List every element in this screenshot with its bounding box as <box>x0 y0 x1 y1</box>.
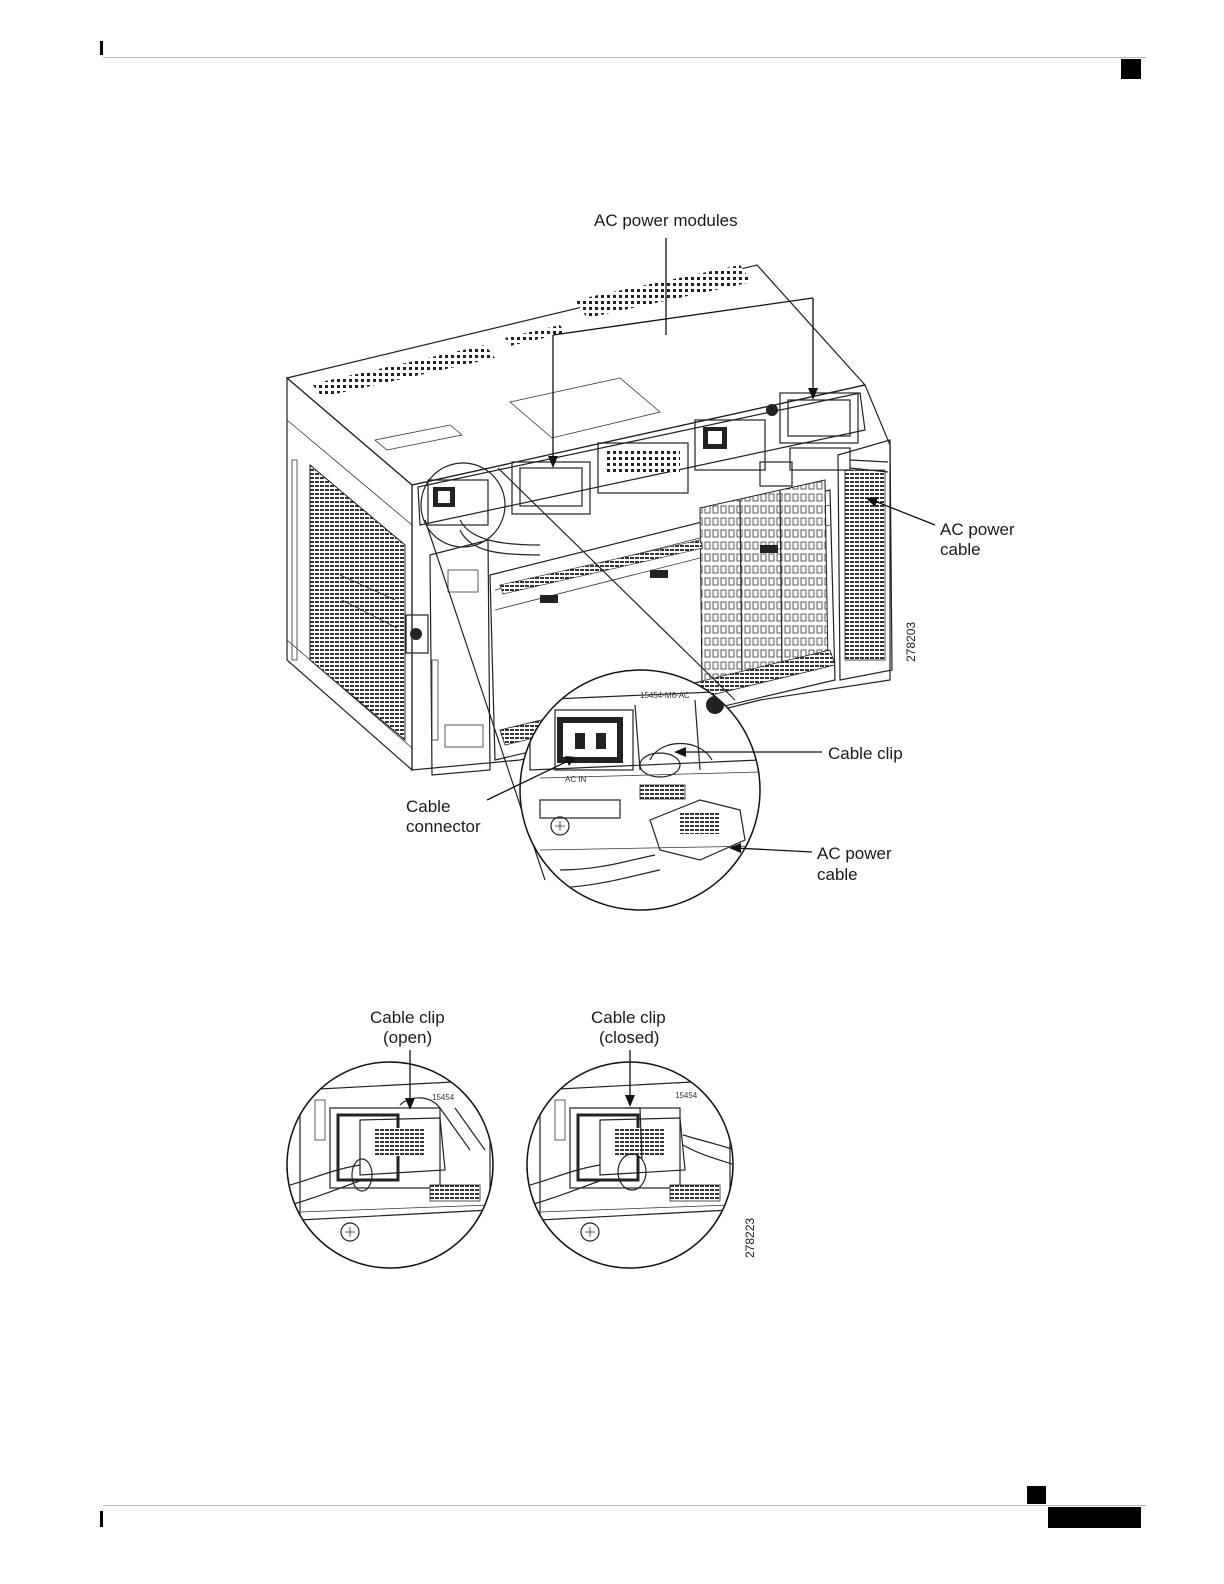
zoom-detail-connector: AC IN 15454-M6-AC <box>520 670 760 910</box>
module-marking: 15454-M6-AC <box>640 691 690 700</box>
label-cable-clip-closed-line2: (closed) <box>599 1028 659 1047</box>
label-ac-power-cable-right-line2: cable <box>940 540 981 559</box>
footer-tick-mark <box>100 1511 103 1527</box>
label-ac-power-cable-right-line1: AC power <box>940 520 1015 539</box>
label-cable-clip-closed-line1: Cable clip <box>591 1008 666 1027</box>
footer-page-tab <box>1048 1507 1141 1528</box>
label-cable-clip: Cable clip <box>828 744 903 763</box>
svg-text:AC IN: AC IN <box>565 775 587 784</box>
label-ac-power-cable-bottom-line2: cable <box>817 865 858 884</box>
footer-corner-marker <box>1027 1486 1046 1504</box>
module-marking-left: 15454 <box>432 1093 455 1102</box>
label-ac-power-cable-bottom-line1: AC power <box>817 844 892 863</box>
module-marking-right: 15454 <box>675 1091 698 1100</box>
figure-number-bottom: 278223 <box>743 1218 757 1258</box>
label-cable-connector-line2: connector <box>406 817 481 836</box>
label-cable-connector-line1: Cable <box>406 797 450 816</box>
footer-rule <box>103 1505 1146 1506</box>
label-cable-clip-open-line1: Cable clip <box>370 1008 445 1027</box>
figure-number-top: 278203 <box>904 622 918 662</box>
cable-clip-closed-detail: 15454 <box>527 1062 735 1268</box>
cable-clip-open-detail: 15454 <box>287 1062 493 1268</box>
label-cable-clip-open-line2: (open) <box>383 1028 432 1047</box>
label-ac-power-modules: AC power modules <box>594 211 738 230</box>
